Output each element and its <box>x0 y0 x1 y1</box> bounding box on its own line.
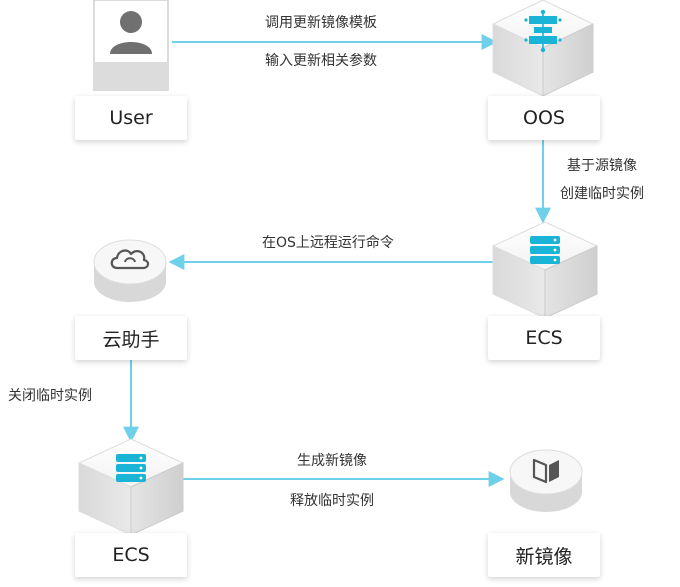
ecs-temp-label: ECS <box>525 327 563 349</box>
ecs-temp-label-box: ECS <box>488 316 600 360</box>
image-book-icon <box>532 458 559 484</box>
new-image-label: 新镜像 <box>515 545 573 568</box>
oos-label: OOS <box>523 107 565 129</box>
new-image-label-box: 新镜像 <box>488 533 600 577</box>
edge-oos-ecs-line2: 创建临时实例 <box>560 186 644 202</box>
oos-label-box: OOS <box>488 96 600 140</box>
edge-ecs-image-line1: 生成新镜像 <box>297 453 367 469</box>
edge-oos-ecs-line1: 基于源镜像 <box>567 158 637 174</box>
user-label-box: User <box>75 96 187 140</box>
edge-ecs-assistant-line1: 在OS上远程运行命令 <box>262 235 394 251</box>
edge-user-oos-line2: 输入更新相关参数 <box>265 53 377 69</box>
ecs-final-box-icon <box>77 438 185 536</box>
user-avatar-icon <box>93 0 169 91</box>
edge-ecs-image-line2: 释放临时实例 <box>290 493 374 509</box>
server-stack-icon <box>530 236 560 264</box>
cloud-assistant-puck-icon <box>93 239 167 302</box>
cloud-assistant-label: 云助手 <box>102 328 160 351</box>
edge-user-oos-line1: 调用更新镜像模板 <box>265 15 377 31</box>
ecs-final-label-box: ECS <box>75 533 187 577</box>
user-label: User <box>109 107 153 129</box>
cloud-icon <box>110 249 150 270</box>
edge-assistant-ecs-line1: 关闭临时实例 <box>8 388 92 404</box>
oos-template-icon <box>524 9 562 53</box>
server-stack-icon <box>116 454 146 482</box>
cloud-assistant-label-box: 云助手 <box>75 316 187 360</box>
ecs-final-label: ECS <box>112 544 150 566</box>
